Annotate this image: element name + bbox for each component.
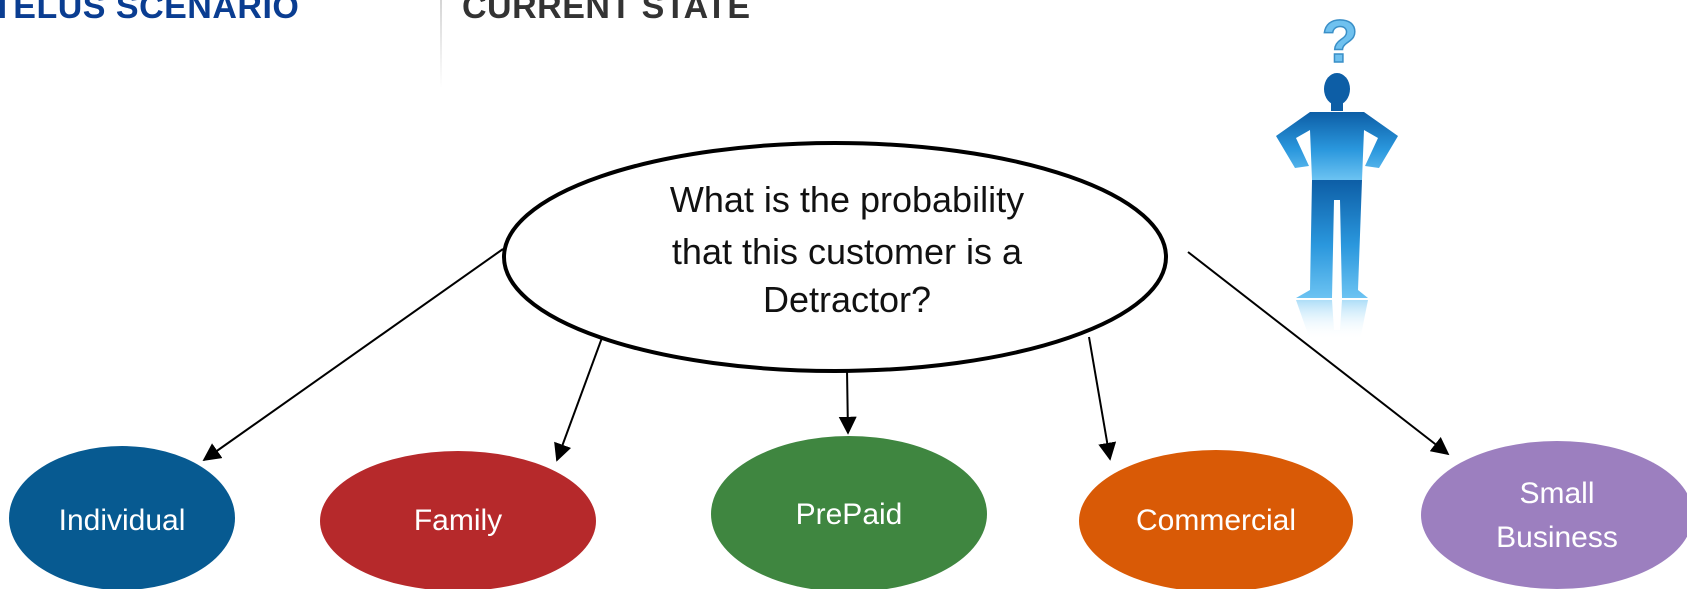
segment-label: Commercial bbox=[1136, 504, 1296, 537]
segment-ellipse bbox=[711, 436, 987, 589]
segment-ellipse bbox=[320, 451, 596, 589]
question-line-2: that this customer is a bbox=[672, 231, 1023, 272]
segment-label: Family bbox=[414, 504, 502, 537]
segment-individual: Individual bbox=[9, 446, 235, 589]
arrow-to-family bbox=[554, 334, 604, 462]
question-mark-icon: ? bbox=[1322, 8, 1359, 75]
segment-ellipse bbox=[1079, 450, 1353, 589]
segment-label-line-2: Business bbox=[1496, 521, 1618, 554]
segment-ellipse bbox=[9, 446, 235, 589]
arrow-to-small-business bbox=[1187, 251, 1450, 456]
slide-header: TELUS SCENARIO CURRENT STATE bbox=[0, 0, 900, 88]
arrow-to-individual bbox=[202, 248, 504, 462]
segment-ellipse bbox=[1421, 441, 1687, 589]
segment-family: Family bbox=[320, 451, 596, 589]
segment-commercial: Commercial bbox=[1079, 450, 1353, 589]
arrow-to-prepaid bbox=[838, 369, 857, 435]
slide-title: TELUS SCENARIO bbox=[0, 0, 300, 26]
question-line-3: Detractor? bbox=[763, 279, 931, 320]
segment-label: PrePaid bbox=[796, 498, 903, 531]
segment-small-business: Small Business bbox=[1421, 441, 1687, 589]
segment-prepaid: PrePaid bbox=[711, 436, 987, 589]
segment-label-line-1: Small bbox=[1519, 477, 1594, 510]
header-divider bbox=[440, 0, 442, 88]
segment-label: Individual bbox=[59, 504, 186, 537]
connector-arrows bbox=[202, 248, 1450, 462]
question-ellipse bbox=[502, 141, 1168, 373]
thinking-person-icon: ? bbox=[1276, 7, 1398, 340]
arrow-to-commercial bbox=[1088, 336, 1117, 461]
question-node: What is the probability that this custom… bbox=[502, 141, 1168, 373]
slide-subtitle: CURRENT STATE bbox=[462, 0, 751, 26]
question-line-1: What is the probability bbox=[670, 179, 1024, 220]
